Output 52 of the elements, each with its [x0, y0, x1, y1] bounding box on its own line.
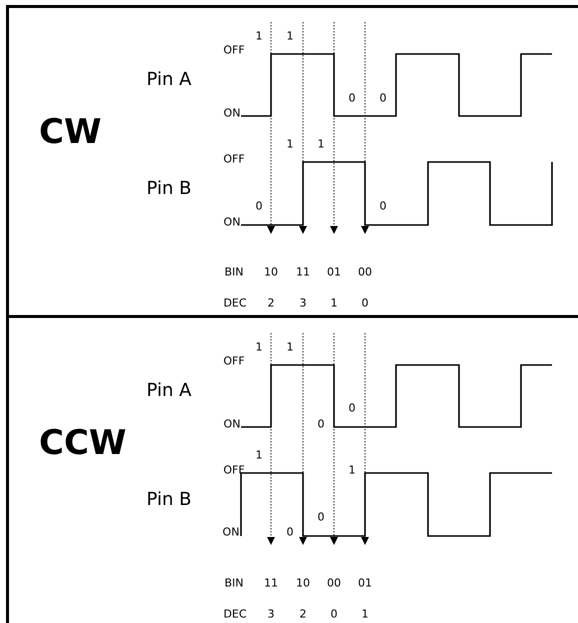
decimal-value: 0 — [330, 608, 338, 620]
state-label: ON — [224, 216, 240, 228]
binary-code: 11 — [264, 578, 278, 588]
bit-value: 1 — [256, 342, 262, 352]
decimal-value: 2 — [268, 298, 274, 308]
bit-value: 1 — [318, 138, 324, 150]
signal-label: Pin A — [146, 382, 192, 400]
row-header: BIN — [224, 266, 244, 278]
signal-label: Pin A — [146, 71, 192, 89]
bit-value: 0 — [286, 526, 294, 538]
bit-value: 0 — [348, 402, 356, 414]
bit-value: 1 — [256, 450, 262, 460]
state-label: ON — [222, 526, 240, 538]
bit-value: 0 — [380, 92, 386, 104]
binary-code: 10 — [264, 266, 278, 278]
bit-value: 1 — [286, 138, 294, 150]
binary-code: 11 — [296, 266, 310, 278]
decimal-value: 3 — [268, 608, 274, 620]
decimal-value: 1 — [362, 608, 368, 620]
direction-panel — [6, 5, 578, 318]
decimal-value: 2 — [300, 608, 306, 620]
binary-code: 01 — [358, 578, 372, 588]
direction-heading: CCW — [39, 426, 126, 460]
decimal-value: 3 — [300, 298, 306, 308]
direction-panel — [6, 315, 578, 623]
direction-heading: CW — [39, 115, 102, 149]
bit-value: 0 — [318, 418, 324, 430]
bit-value: 1 — [286, 30, 294, 42]
signal-label: Pin B — [146, 491, 192, 509]
binary-code: 10 — [296, 578, 310, 588]
signal-label: Pin B — [146, 180, 192, 198]
state-label: OFF — [223, 154, 245, 164]
bit-value: 1 — [286, 342, 294, 352]
decimal-value: 1 — [330, 298, 338, 308]
bit-value: 1 — [348, 464, 356, 476]
bit-value: 0 — [256, 200, 262, 212]
bit-value: 0 — [348, 92, 356, 104]
binary-code: 00 — [327, 578, 341, 588]
state-label: ON — [224, 418, 240, 430]
state-label: OFF — [223, 356, 245, 366]
binary-code: 00 — [358, 266, 372, 278]
bit-value: 0 — [318, 512, 324, 522]
binary-code: 01 — [327, 266, 341, 278]
row-header: DEC — [223, 298, 247, 308]
state-label: OFF — [223, 44, 245, 56]
state-label: ON — [224, 108, 240, 118]
state-label: OFF — [223, 464, 245, 476]
decimal-value: 0 — [362, 298, 368, 308]
bit-value: 1 — [256, 30, 262, 42]
bit-value: 0 — [380, 200, 386, 212]
row-header: BIN — [224, 578, 244, 588]
row-header: DEC — [223, 608, 247, 620]
